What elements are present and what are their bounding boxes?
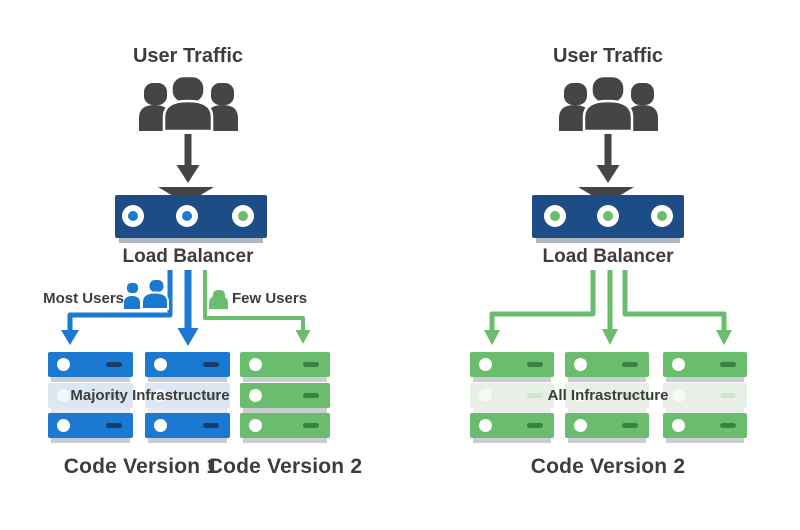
few-users-label: Few Users <box>232 290 308 307</box>
load-balancer-icon <box>115 195 267 238</box>
left-title: User Traffic <box>132 45 244 67</box>
right-title: User Traffic <box>552 45 664 67</box>
right-infrastructure-label: All Infrastructure <box>547 387 669 404</box>
left-code-version-1-label: Code Version 1 <box>63 455 219 478</box>
left-infrastructure-label: Majority Infrastructure <box>70 387 230 404</box>
server-blue <box>48 352 133 377</box>
server-green <box>240 383 330 408</box>
lb-led-green-icon <box>544 205 566 227</box>
lb-led-green-icon <box>651 205 673 227</box>
server-faded-green <box>565 383 649 408</box>
right-load-balancer-label: Load Balancer <box>542 246 674 267</box>
lb-led-green-icon <box>232 205 254 227</box>
users-group-icon <box>137 74 240 133</box>
server-blue <box>145 352 230 377</box>
most-users-label: Most Users <box>43 290 124 307</box>
server-green <box>240 413 330 438</box>
lb-led-blue-icon <box>176 205 198 227</box>
server-green <box>565 352 649 377</box>
lb-led-green-icon <box>597 205 619 227</box>
server-green <box>240 352 330 377</box>
users-group-icon <box>557 74 660 133</box>
server-green <box>565 413 649 438</box>
server-green <box>663 352 747 377</box>
branch-arrows-icon <box>484 270 732 345</box>
server-faded-blue <box>48 383 133 408</box>
lb-led-blue-icon <box>122 205 144 227</box>
branch-arrows-icon <box>61 270 311 346</box>
server-green <box>663 413 747 438</box>
server-blue <box>145 413 230 438</box>
server-green <box>470 352 554 377</box>
most-users-icon <box>124 278 169 310</box>
few-users-icon <box>209 290 228 309</box>
down-arrow-icon <box>596 134 620 183</box>
server-faded-green <box>663 383 747 408</box>
load-balancer-icon <box>532 195 684 238</box>
server-green <box>470 413 554 438</box>
down-arrow-icon <box>176 134 200 183</box>
left-load-balancer-label: Load Balancer <box>122 246 254 267</box>
server-faded-blue <box>145 383 230 408</box>
left-code-version-2-label: Code Version 2 <box>207 455 363 478</box>
right-code-version-label: Code Version 2 <box>530 455 686 478</box>
server-blue <box>48 413 133 438</box>
server-faded-green <box>470 383 554 408</box>
